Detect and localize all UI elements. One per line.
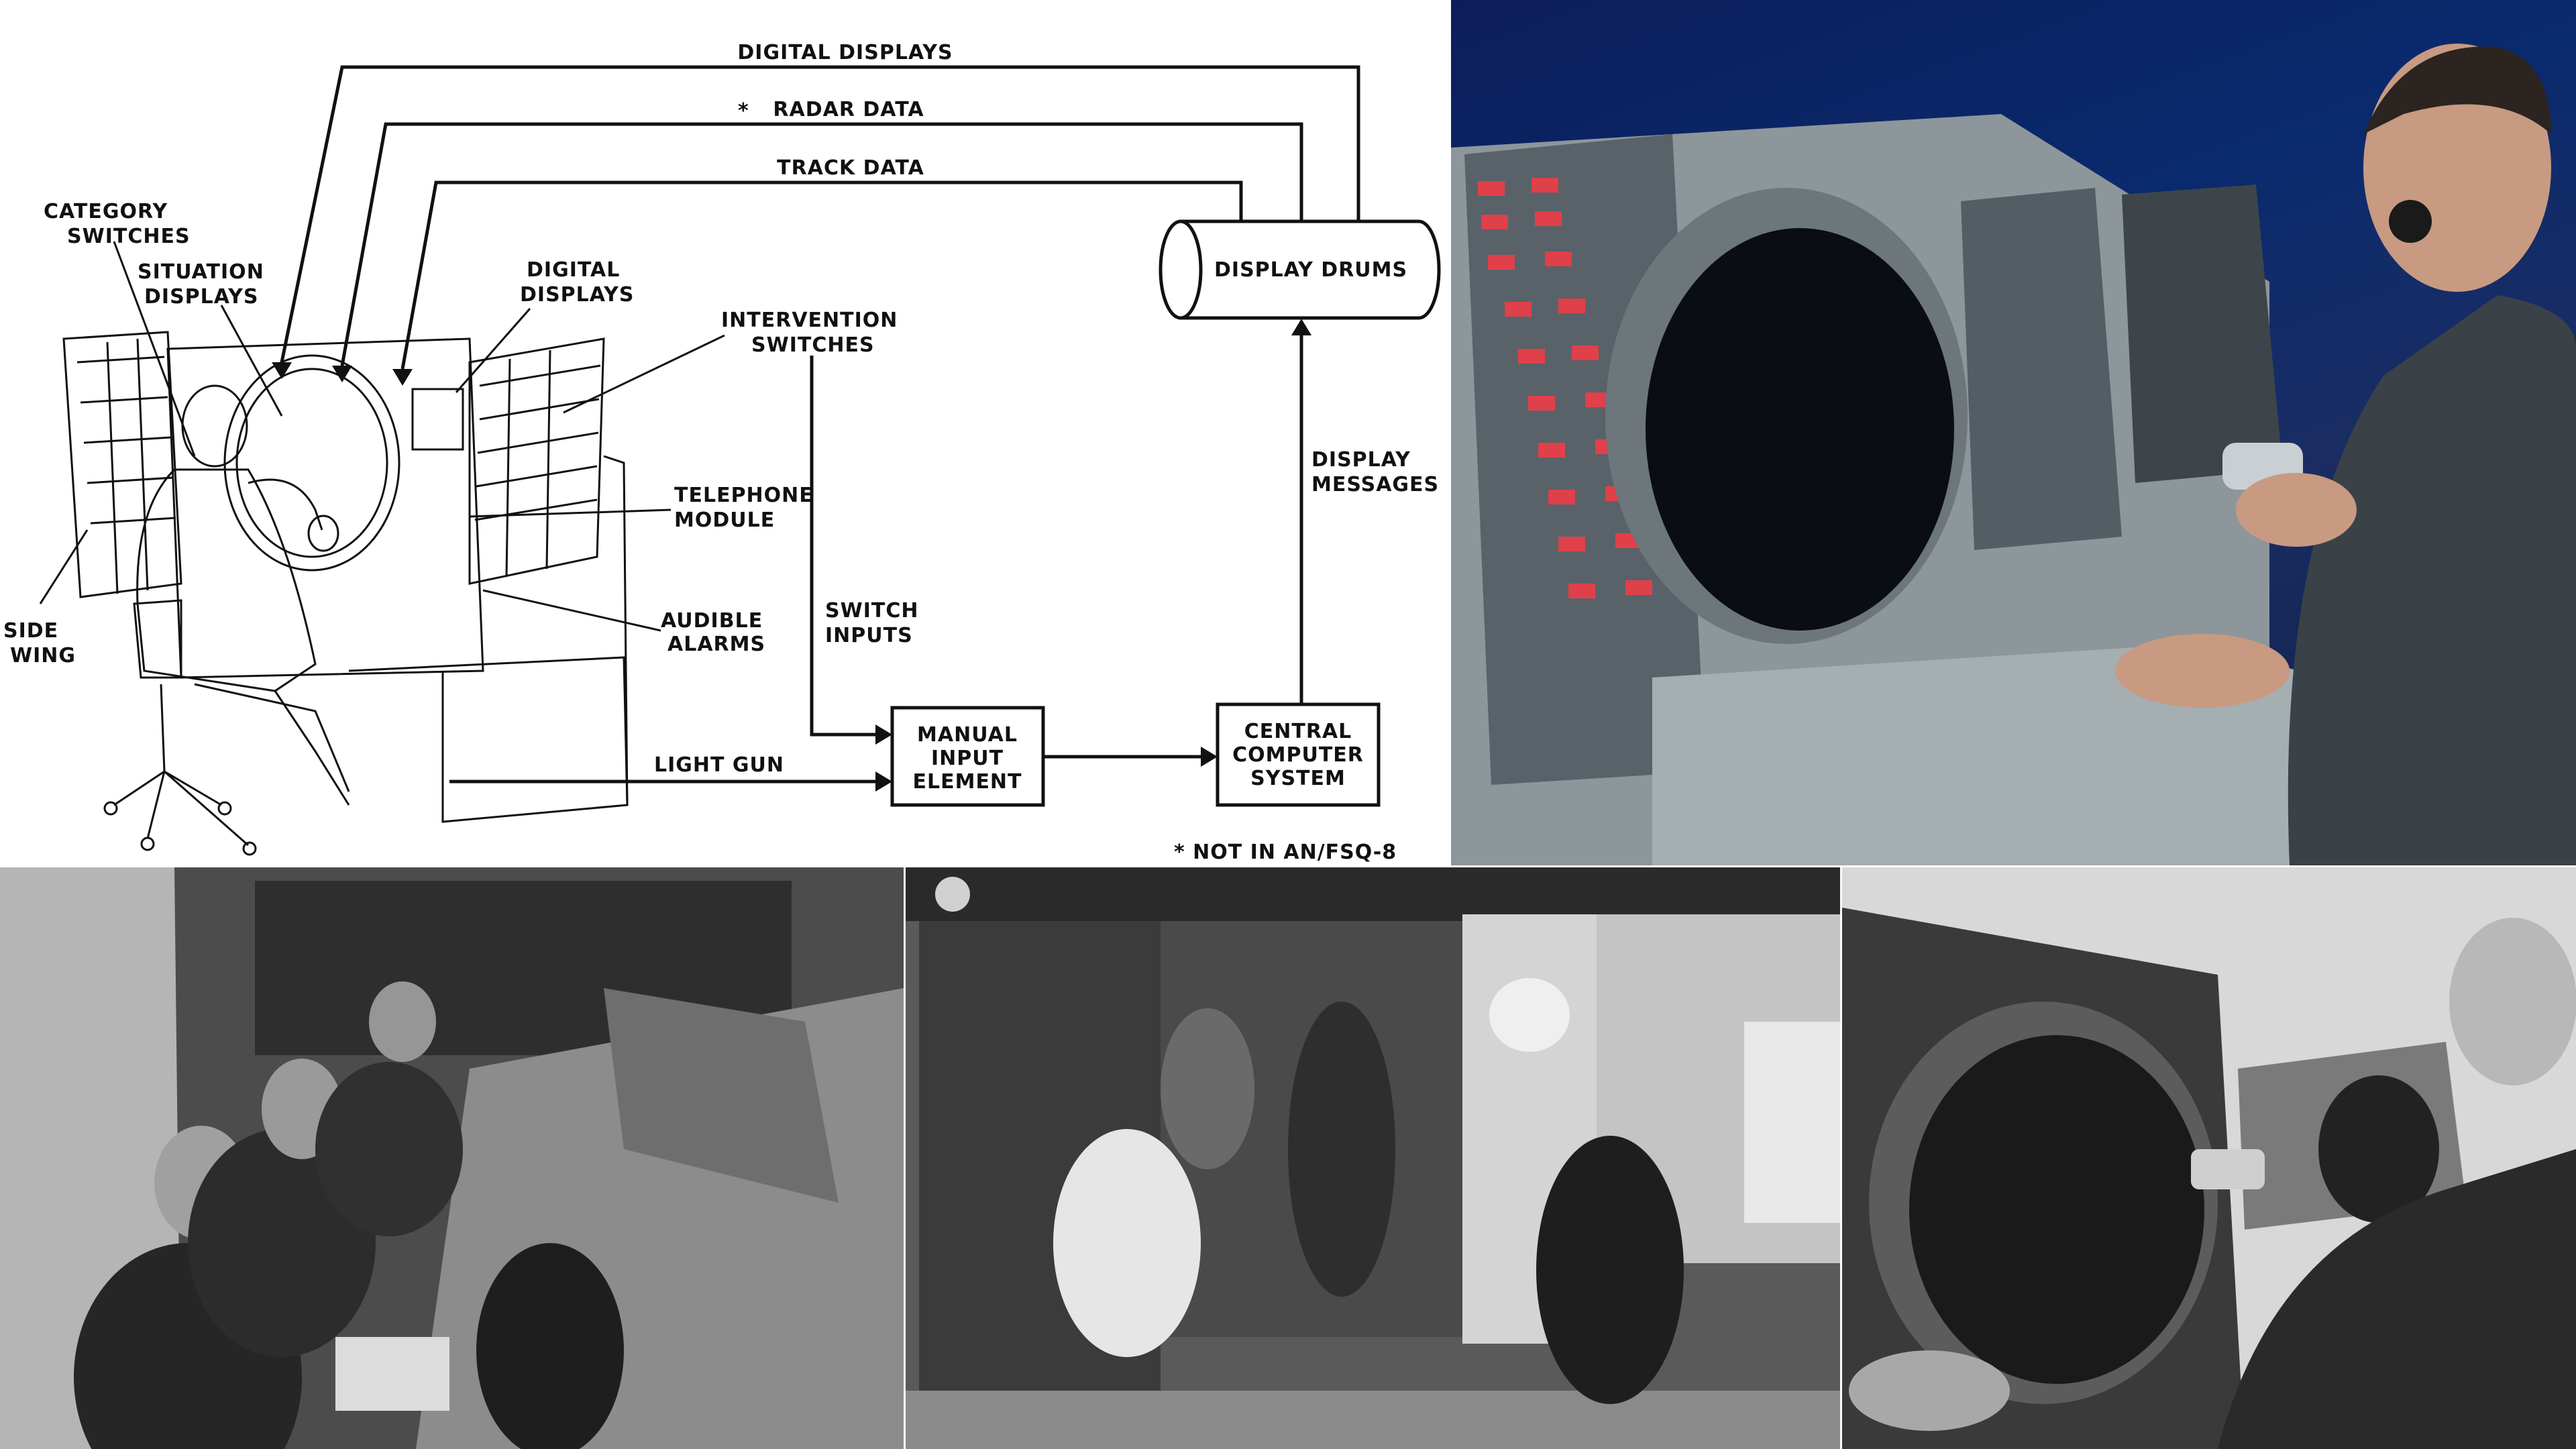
manual-input-label: INPUT [931, 747, 1004, 770]
switch-inputs-label: INPUTS [825, 624, 913, 647]
person-standing [1288, 1002, 1395, 1297]
central-computer-label: COMPUTER [1232, 743, 1364, 767]
scope-light-gun-bw-photo [1842, 867, 2576, 1449]
floor [906, 1391, 1840, 1449]
audible-alarms-label: AUDIBLE [661, 609, 763, 633]
leader-line [482, 589, 661, 632]
leader-line [469, 508, 672, 518]
leader-line [455, 308, 531, 393]
headset-icon [2389, 200, 2432, 243]
digital-displays-label: DIGITAL [527, 258, 620, 282]
manual-input-label: MANUAL [917, 723, 1018, 747]
arrowhead [272, 362, 292, 379]
operators-row-bw-photo [0, 867, 904, 1449]
scope-screen [1489, 978, 1570, 1052]
leader-line [563, 334, 725, 414]
switch-inputs-line [810, 356, 875, 737]
arrowhead [1291, 319, 1311, 335]
track-data-label: TRACK DATA [777, 156, 924, 180]
intervention-switches-label: INTERVENTION [721, 309, 898, 332]
switch-inputs-label: SWITCH [825, 599, 918, 623]
clock-icon [935, 877, 970, 912]
leader-line [113, 241, 196, 457]
operator-head [2449, 918, 2576, 1085]
central-computer-label: SYSTEM [1250, 767, 1346, 790]
manual-input-label: ELEMENT [912, 770, 1022, 794]
operator-hair [2363, 46, 2551, 134]
arrowhead [875, 724, 892, 745]
scope-screen [2318, 1075, 2439, 1223]
digital-displays-label: DISPLAYS [520, 283, 634, 307]
digital-displays-top-label: DIGITAL DISPLAYS [737, 41, 953, 64]
display-console [1744, 1022, 1840, 1223]
person-seated [1053, 1129, 1201, 1357]
leader-line [220, 305, 283, 417]
arrowhead [332, 366, 352, 382]
operator-hand [2115, 634, 2290, 708]
operator-uniform [2218, 1149, 2576, 1449]
scope-screen [1646, 228, 1954, 631]
computer-room-bw-photo [906, 867, 1840, 1449]
side-wing-label: WING [10, 644, 76, 667]
arrowhead [1201, 747, 1218, 767]
telephone-module-label: TELEPHONE [674, 484, 814, 507]
track-data-line [400, 180, 1243, 370]
console-panel [604, 988, 839, 1203]
light-gun-label: LIGHT GUN [654, 753, 784, 777]
scope-screen [1909, 1035, 2204, 1384]
side-wing-label: SIDE [3, 619, 58, 643]
audible-alarms-label: ALARMS [667, 633, 765, 656]
document-sheet [335, 1337, 449, 1411]
telephone-module-label: MODULE [674, 508, 775, 532]
arrowhead [392, 369, 413, 386]
manual-input-element-box [890, 706, 1045, 807]
display-messages-label: DISPLAY [1311, 448, 1411, 472]
background-console [2122, 184, 2283, 483]
light-gun-icon [2191, 1149, 2265, 1189]
category-switches-label: CATEGORY [44, 200, 168, 223]
console-operator-color-photo [1451, 0, 2576, 865]
central-computer-system-box [1216, 702, 1381, 807]
person-standing [1161, 1008, 1254, 1169]
display-drums-label: DISPLAY DRUMS [1214, 258, 1407, 282]
operator-head [369, 981, 436, 1062]
category-switches-label: SWITCHES [67, 225, 191, 248]
operator-uniform [2288, 295, 2576, 865]
background-console [1961, 188, 2122, 550]
operator-console-drawing [62, 331, 629, 856]
person-seated [1536, 1136, 1684, 1404]
radar-data-label: RADAR DATA [773, 98, 924, 121]
situation-displays-label: DISPLAYS [144, 285, 258, 309]
operator-hand [1849, 1350, 2010, 1431]
display-drums-cylinder [1159, 219, 1441, 320]
footnote-label: * NOT IN AN/FSQ-8 [1174, 841, 1397, 864]
central-computer-label: CENTRAL [1244, 720, 1352, 743]
leader-line [39, 529, 89, 604]
digital-displays-line [280, 65, 1360, 363]
intervention-switches-label: SWITCHES [751, 333, 875, 357]
scope-screen [476, 1243, 624, 1449]
situation-displays-label: SITUATION [138, 260, 264, 284]
display-messages-label: MESSAGES [1311, 473, 1439, 496]
radar-asterisk: * [738, 99, 749, 123]
operator-hand [2236, 473, 2357, 547]
arrowhead [875, 771, 892, 792]
operator-figure [315, 1062, 463, 1236]
radar-data-line [340, 122, 1303, 366]
ceiling [906, 867, 1840, 921]
system-diagram: DISPLAY DRUMS MANUAL INPUT ELEMENT CENTR… [0, 0, 1449, 865]
